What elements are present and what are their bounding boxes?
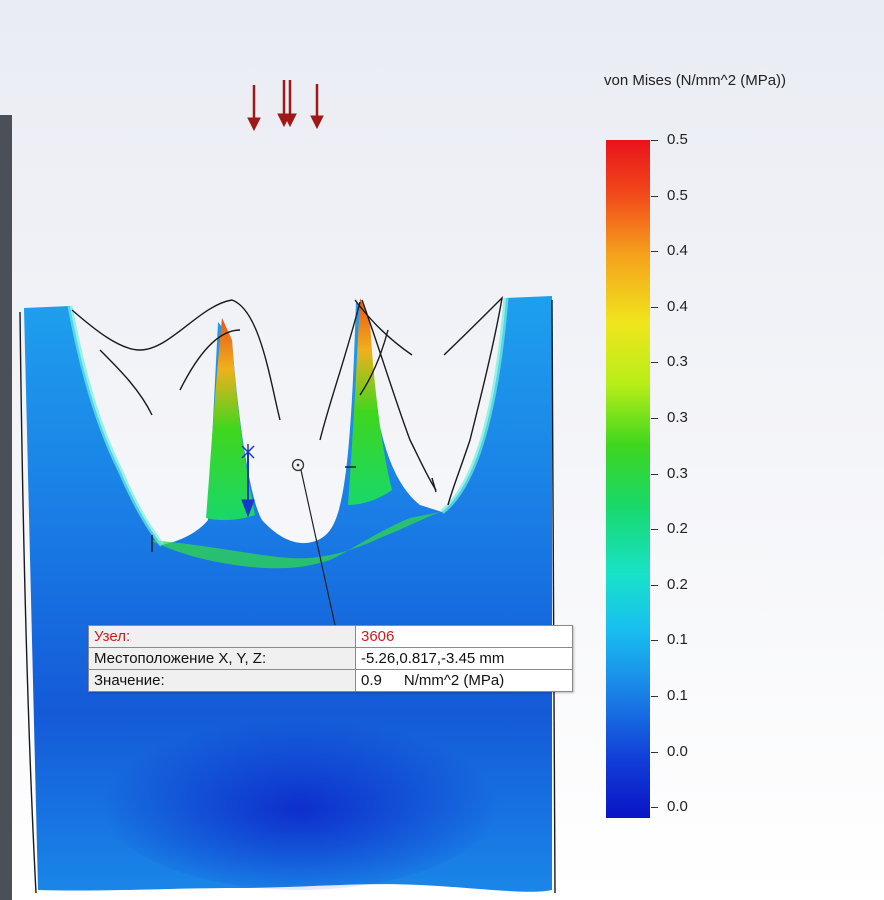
tooth-stress-right <box>348 298 392 505</box>
probe-value-unit: N/mm^2 (MPa) <box>403 671 505 689</box>
probe-result-table: Узел: 3606 Местоположение X, Y, Z: -5.26… <box>88 625 573 692</box>
left-edge <box>0 115 12 900</box>
legend-tick-label: 0.3 <box>667 464 688 482</box>
legend-title: von Mises (N/mm^2 (MPa)) <box>604 72 787 89</box>
legend-tick-mark <box>651 195 658 197</box>
probe-location-value: -5.26,0.817,-3.45 mm <box>355 647 573 670</box>
probe-value-number: 0.9 <box>361 671 382 689</box>
probe-row-value: Значение: 0.9 N/mm^2 (MPa) <box>88 669 573 692</box>
legend-tick-mark <box>651 751 658 753</box>
legend-tick-label: 0.5 <box>667 131 688 148</box>
probe-node-value: 3606 <box>355 625 573 648</box>
probe-node-label: Узел: <box>88 625 356 648</box>
probe-marker-icon[interactable] <box>291 458 305 472</box>
load-arrow-icon <box>310 84 324 130</box>
load-arrow-icon <box>283 80 297 128</box>
legend-tick-label: 0.2 <box>667 520 688 538</box>
tooth-stress-left <box>206 318 255 521</box>
probe-value-cell: 0.9 N/mm^2 (MPa) <box>355 669 573 692</box>
probe-row-node: Узел: 3606 <box>88 625 573 648</box>
legend-tick-label: 0.2 <box>667 575 688 593</box>
probe-leader <box>300 469 336 626</box>
load-arrow-icon <box>247 85 261 132</box>
edge-glow-left <box>67 305 164 547</box>
legend-tick-label: 0.1 <box>667 687 688 704</box>
legend-tick-mark <box>651 696 658 697</box>
legend-tick-mark <box>651 584 658 586</box>
legend-tick-label: 0.0 <box>667 798 688 816</box>
legend-tick-label: 0.3 <box>667 409 688 426</box>
legend-tick-mark <box>651 251 658 253</box>
legend-tick-label: 0.4 <box>667 242 688 260</box>
legend-tick-mark <box>651 529 658 531</box>
legend-tick-mark <box>651 362 658 364</box>
legend-tick-mark <box>651 640 658 642</box>
valley-stress-left <box>150 512 440 569</box>
fixture-arrow-icon <box>241 444 255 518</box>
legend-tick-mark <box>651 473 658 475</box>
legend-tick-mark <box>651 140 658 141</box>
low-stress-zone <box>100 710 500 890</box>
load-arrows <box>247 80 324 132</box>
probe-value-label: Значение: <box>88 669 356 692</box>
edge-glow-right <box>440 297 509 514</box>
legend-tick-mark <box>651 418 658 419</box>
legend-tick-mark <box>651 807 658 809</box>
probe-row-location: Местоположение X, Y, Z: -5.26,0.817,-3.4… <box>88 647 573 670</box>
legend-tick-label: 0.1 <box>667 631 688 649</box>
undeformed-outline <box>19 295 556 894</box>
legend-tick-mark <box>651 306 658 308</box>
color-bar <box>606 140 650 818</box>
legend-tick-label: 0.0 <box>667 742 688 760</box>
legend-tick-label: 0.5 <box>667 186 688 204</box>
legend-tick-label: 0.3 <box>667 353 688 371</box>
legend-tick-label: 0.4 <box>667 297 688 315</box>
probe-location-label: Местоположение X, Y, Z: <box>88 647 356 670</box>
